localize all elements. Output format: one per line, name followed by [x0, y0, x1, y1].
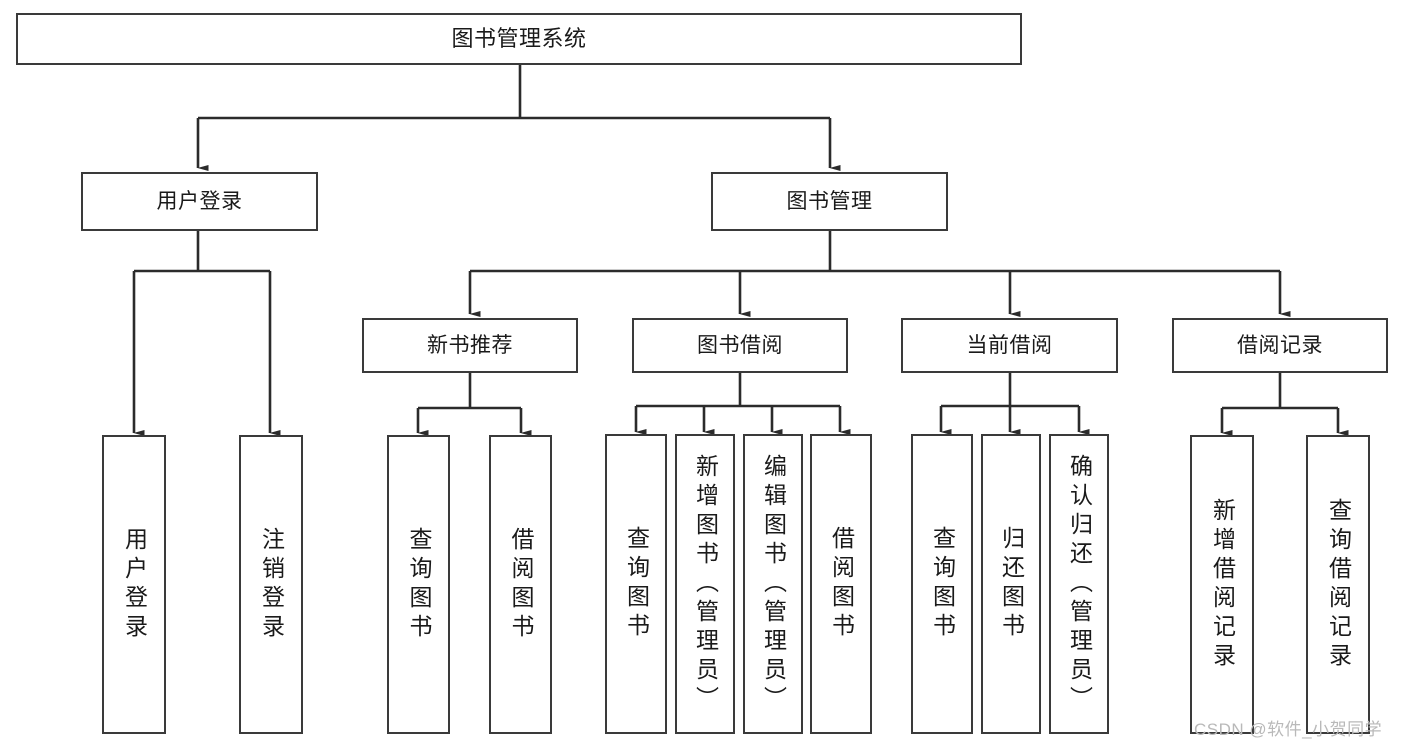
- leaf-query-book-borrow[interactable]: 查询图书: [605, 434, 667, 734]
- node-user-login[interactable]: 用户登录: [81, 172, 318, 231]
- node-label: 借阅图书: [508, 526, 534, 643]
- node-book-borrow[interactable]: 图书借阅: [632, 318, 848, 373]
- node-label: 用户登录: [121, 526, 148, 643]
- node-label: 归还图书: [998, 526, 1025, 642]
- leaf-add-book-admin[interactable]: 新增图书（管理员）: [675, 434, 735, 734]
- leaf-query-book-newbook[interactable]: 查询图书: [387, 435, 450, 734]
- node-new-book-recommend[interactable]: 新书推荐: [362, 318, 578, 373]
- node-label: 查询图书: [929, 526, 956, 642]
- leaf-query-borrow-record[interactable]: 查询借阅记录: [1306, 435, 1370, 734]
- node-label: 借阅记录: [1237, 333, 1323, 357]
- leaf-add-borrow-record[interactable]: 新增借阅记录: [1190, 435, 1254, 734]
- leaf-confirm-return-admin[interactable]: 确认归还（管理员）: [1049, 434, 1109, 734]
- node-label: 借阅图书: [828, 526, 855, 642]
- node-label: 图书管理系统: [451, 25, 587, 51]
- leaf-logout[interactable]: 注销登录: [239, 435, 303, 734]
- node-label: 新书推荐: [427, 333, 513, 357]
- leaf-user-login[interactable]: 用户登录: [102, 435, 166, 734]
- node-label: 注销登录: [258, 526, 285, 643]
- leaf-borrow-book[interactable]: 借阅图书: [810, 434, 872, 734]
- node-label: 新增图书（管理员）: [692, 453, 719, 715]
- node-label: 查询借阅记录: [1325, 497, 1352, 672]
- node-root-system[interactable]: 图书管理系统: [16, 13, 1022, 65]
- node-label: 编辑图书（管理员）: [760, 453, 787, 715]
- node-book-management[interactable]: 图书管理: [711, 172, 948, 231]
- node-label: 用户登录: [156, 189, 243, 213]
- node-label: 新增借阅记录: [1209, 497, 1236, 672]
- node-label: 当前借阅: [966, 333, 1053, 357]
- node-current-borrow[interactable]: 当前借阅: [901, 318, 1118, 373]
- leaf-edit-book-admin[interactable]: 编辑图书（管理员）: [743, 434, 803, 734]
- node-label: 查询图书: [623, 526, 650, 642]
- node-label: 图书借阅: [697, 333, 783, 357]
- node-label: 图书管理: [786, 189, 873, 213]
- leaf-query-book-current[interactable]: 查询图书: [911, 434, 973, 734]
- leaf-borrow-book-newbook[interactable]: 借阅图书: [489, 435, 552, 734]
- node-label: 确认归还（管理员）: [1066, 453, 1093, 715]
- leaf-return-book[interactable]: 归还图书: [981, 434, 1041, 734]
- watermark-text: CSDN @软件_小贺同学: [1194, 720, 1383, 739]
- node-borrow-record[interactable]: 借阅记录: [1172, 318, 1388, 373]
- node-label: 查询图书: [406, 526, 432, 643]
